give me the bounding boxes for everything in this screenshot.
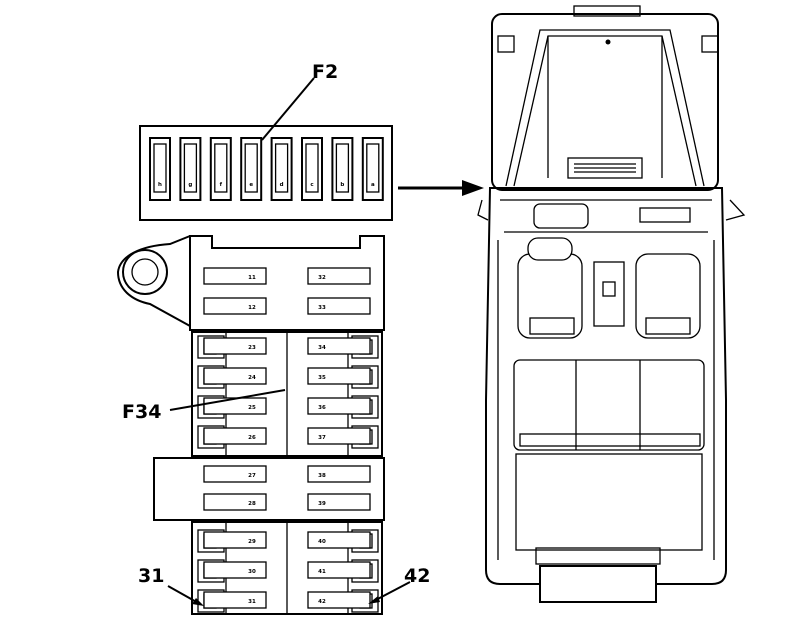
f2-fuse-slot: g: [179, 137, 202, 201]
callout-42: 42: [368, 565, 430, 604]
f2-fuse-mark: g: [188, 182, 192, 188]
f34-fuse-row: 27 38: [203, 465, 371, 483]
f2-fuse-mark: a: [371, 182, 375, 188]
f34-fuse-number: 42: [318, 599, 326, 605]
hood-vent-grille: [574, 163, 636, 173]
f34-fuse-number: 33: [318, 305, 326, 311]
f2-fuse-mark: c: [310, 182, 313, 188]
f34-fuse-row: 30 41: [197, 559, 379, 583]
f34-fuse-number: 11: [248, 275, 256, 281]
f2-fuse-mark: h: [158, 182, 162, 188]
f34-fuse-number: 25: [248, 405, 256, 411]
f2-fuse-slot: c: [301, 137, 323, 201]
f34-fuse-number: 40: [318, 539, 326, 545]
f34-fuse-number: 23: [248, 345, 256, 351]
f34-fuse-number: 38: [318, 473, 326, 479]
f34-fuse-row: 23 34: [197, 335, 379, 359]
f34-fuse-number: 30: [248, 569, 256, 575]
f2-fuse-slot: a: [361, 137, 384, 201]
f2-fuse-mark: b: [340, 182, 344, 188]
f34-fuse-row: 29 40: [197, 529, 379, 553]
label-f34: F34: [122, 401, 161, 423]
f2-fuse-mark: e: [249, 182, 253, 188]
f2-fuse-mark: d: [280, 182, 284, 188]
center-console: [593, 261, 625, 327]
f2-fuse-slot: e: [240, 137, 263, 201]
f34-fuse-number: 29: [248, 539, 256, 545]
f34-fuse-row: 24 35: [197, 365, 379, 389]
callout-f34: F34: [122, 389, 286, 423]
f34-fuse-number: 24: [248, 375, 256, 381]
label-31: 31: [138, 565, 164, 587]
f34-fuse-number: 35: [318, 375, 326, 381]
fuse-box-f34: 11 32 12 33 23 34 24 35 25 36 26 37 27 38 28 39 29 40 30 41…: [116, 235, 385, 615]
f34-fuse-number: 28: [248, 501, 256, 507]
f34-fuse-number: 41: [318, 569, 326, 575]
f34-fuse-number: 37: [318, 435, 326, 441]
f2-fuse-slot: b: [331, 137, 354, 201]
front-right-seat: [635, 253, 701, 339]
f34-fuse-number: 39: [318, 501, 326, 507]
callout-31: 31: [138, 565, 204, 606]
f34-fuse-row: 26 37: [197, 425, 379, 449]
f2-fuse-slot: f: [209, 137, 232, 201]
rear-bench-seat: [513, 359, 705, 451]
f2-fuse-mark: f: [220, 182, 223, 188]
f34-fuse-number: 36: [318, 405, 326, 411]
f34-fuse-row: 28 39: [203, 493, 371, 511]
callout-f2: F2: [261, 61, 338, 141]
f34-fuse-number: 34: [318, 345, 326, 351]
arrow-to-vehicle: [398, 180, 484, 196]
f34-fuse-number: 12: [248, 305, 256, 311]
f34-fuse-row: 11 32: [203, 267, 371, 285]
f34-fuse-number: 26: [248, 435, 256, 441]
f34-fuse-row: 12 33: [203, 297, 371, 315]
front-left-seat: [517, 237, 583, 339]
label-f2: F2: [312, 61, 338, 83]
f34-fuse-row: 31 42: [197, 589, 379, 613]
f34-fuse-number: 31: [248, 599, 256, 605]
vehicle-top-view: [477, 5, 746, 603]
f34-fuse-number: 27: [248, 473, 256, 479]
f34-fuses: 11 32 12 33 23 34 24 35 25 36 26 37 27 38 28 39 29 40 30 41…: [197, 267, 379, 613]
f34-fuse-number: 32: [318, 275, 326, 281]
label-42: 42: [404, 565, 430, 587]
f2-fuse-slot: h: [149, 137, 171, 201]
f2-fuse-slot: d: [270, 137, 293, 201]
